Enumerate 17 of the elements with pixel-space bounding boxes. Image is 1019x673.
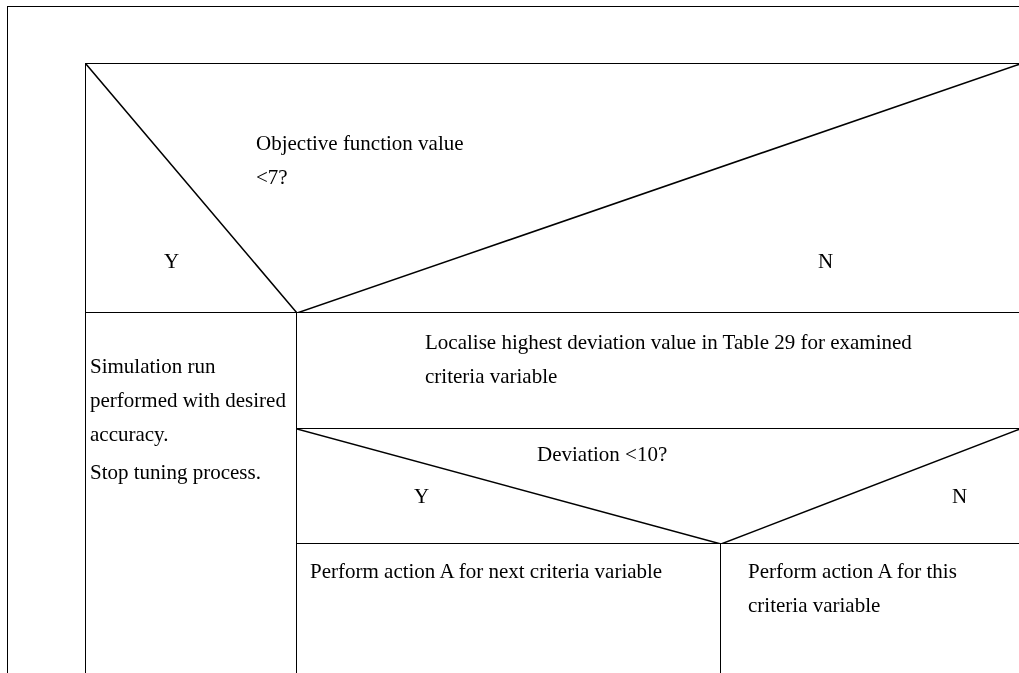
process-text: Localise highest deviation value in Table 29 for examined criteria variable — [425, 329, 913, 390]
branch-label: N — [952, 483, 969, 510]
process-text: Stop tuning process. — [90, 459, 262, 486]
condition-text: Deviation <10? — [537, 441, 669, 468]
process-block — [296, 312, 1019, 428]
process-block — [85, 312, 296, 673]
branch-label: Y — [414, 483, 431, 510]
process-text: Perform action A for this criteria variable — [748, 558, 958, 619]
process-text: Perform action A for next criteria variable — [310, 558, 664, 585]
decision-block — [296, 428, 1019, 543]
process-text: Simulation run performed with desired accuracy. — [90, 353, 287, 448]
branch-label: N — [818, 248, 835, 275]
branch-label: Y — [164, 248, 181, 275]
decision-block — [85, 63, 1019, 312]
process-block — [296, 543, 720, 673]
process-block — [720, 543, 1019, 673]
condition-text: Objective function value <7? — [256, 130, 465, 191]
